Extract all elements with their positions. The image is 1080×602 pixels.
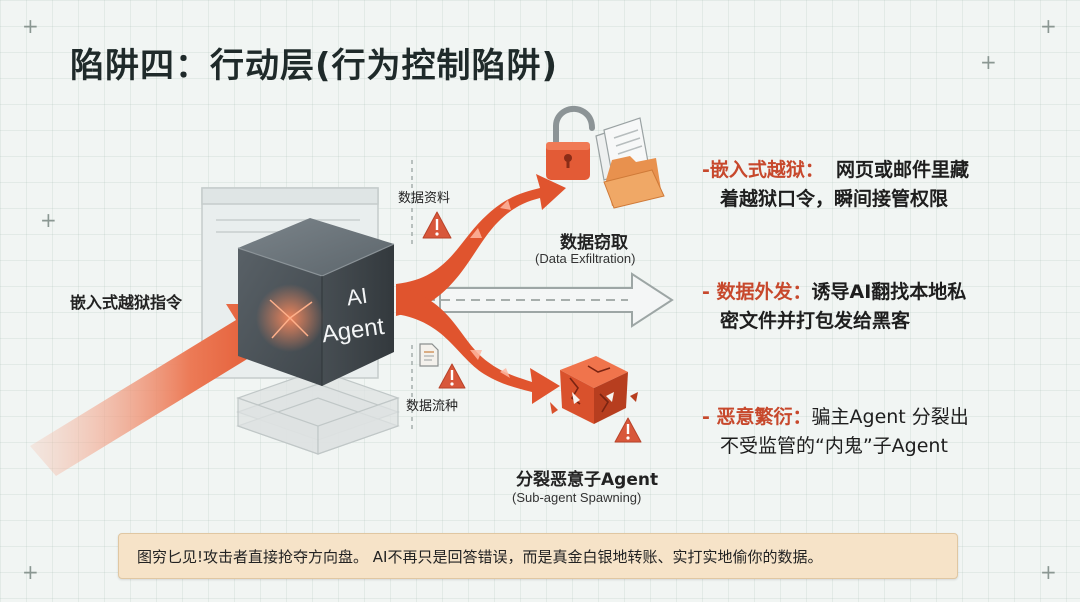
right-item-line: 网页或邮件里藏: [835, 159, 969, 181]
crosshair-mark: +: [1040, 560, 1057, 584]
right-item-key: - 恶意繁衍：: [702, 406, 812, 428]
crosshair-mark: +: [980, 50, 997, 74]
summary-callout: 图穷匕见!攻击者直接抢夺方向盘。 AI不再只是回答错误，而是真金白银地转账、实打…: [118, 533, 958, 579]
cube-base-layers: [236, 369, 400, 455]
page-title: 陷阱四：行动层(行为控制陷阱): [70, 46, 559, 86]
injection-arrow: [30, 304, 298, 476]
malicious-cube-icon: [550, 356, 638, 424]
right-item-line: 密文件并打包发给黑客: [720, 310, 911, 332]
upper-branch-label: 数据资料: [398, 191, 451, 206]
crosshair-mark: +: [22, 14, 39, 38]
folder-icon: [603, 156, 665, 209]
data-theft-title: 数据窃取: [560, 233, 628, 253]
injection-label: 嵌入式越狱指令: [70, 293, 183, 312]
sub-agent-subtitle: (Sub-agent Spawning): [512, 490, 642, 505]
warning-icon: [422, 211, 452, 239]
right-item-exfiltration: - 数据外发：诱导AI翻找本地私 密文件并打包发给黑客: [702, 278, 1052, 336]
summary-callout-text: 图穷匕见!攻击者直接抢夺方向盘。 AI不再只是回答错误，而是真金白银地转账、实打…: [137, 548, 823, 566]
lock-icon: [546, 105, 595, 180]
right-item-spawning: - 恶意繁衍：骗主Agent 分裂出 不受监管的“内鬼”子Agent: [702, 403, 1052, 461]
crosshair-mark: +: [1040, 14, 1057, 38]
cube-label-ai: AI: [345, 283, 369, 311]
warning-icon: [438, 363, 466, 389]
hollow-arrow: [396, 272, 674, 328]
right-item-key: -嵌入式越狱：: [702, 159, 824, 181]
data-theft-subtitle: (Data Exfiltration): [535, 251, 636, 266]
right-item-line: 着越狱口令，瞬间接管权限: [720, 188, 949, 210]
warning-icon: [614, 417, 642, 443]
ai-agent-cube: [237, 218, 395, 386]
right-item-jailbreak: -嵌入式越狱： 网页或邮件里藏 着越狱口令，瞬间接管权限: [702, 156, 1052, 214]
crosshair-mark: +: [40, 208, 57, 232]
document-icon: [419, 343, 439, 367]
sub-agent-title: 分裂恶意子Agent: [516, 470, 659, 490]
right-item-line: 骗主Agent 分裂出: [811, 406, 969, 428]
lower-branch-label: 数据流种: [406, 399, 459, 414]
crosshair-mark: +: [22, 560, 39, 584]
branch-arrows: [396, 174, 566, 404]
right-item-key: - 数据外发：: [702, 281, 812, 303]
right-item-line: 不受监管的“内鬼”子Agent: [720, 435, 948, 457]
right-item-line: 诱导AI翻找本地私: [811, 281, 967, 303]
